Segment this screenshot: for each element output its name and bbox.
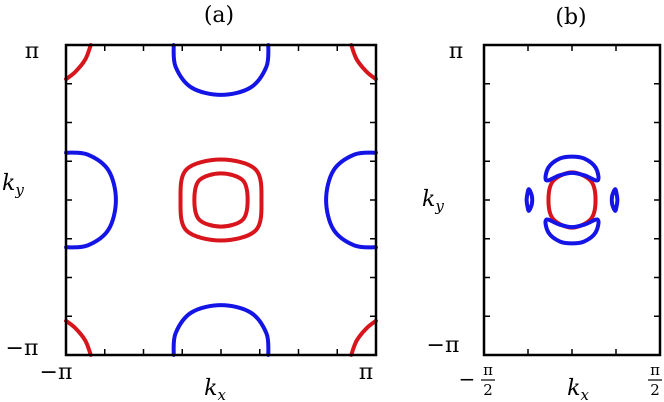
panel-b-contour-blue-2 — [543, 217, 601, 246]
panel-b-contour-red-0 — [546, 170, 598, 230]
panel-a-ylabel-sub: y — [14, 181, 24, 199]
panel-b-xtick-left-den: 2 — [483, 381, 493, 399]
panel-b-xtick-left: − π 2 — [459, 361, 495, 399]
panel-a-xlabel-main: k — [204, 376, 217, 401]
panel-a-contour-red-4 — [64, 318, 93, 357]
panel-a-contour-red-2 — [64, 43, 93, 82]
panel-b-xlabel: kx — [567, 376, 589, 402]
panel-a-xlabel: kx — [204, 376, 226, 402]
panel-a-ytick-top: π — [25, 39, 39, 64]
panel-b-contour-blue-1 — [543, 154, 601, 183]
panel-a-xtick-left: −π — [40, 360, 73, 385]
panel-b-contour-blue-3 — [524, 187, 535, 213]
panel-a-contour-blue-8 — [64, 150, 118, 250]
panel-a-ylabel-main: k — [2, 171, 15, 196]
panel-a-contour-blue-7 — [171, 303, 271, 357]
panel-b-contour-blue-4 — [609, 187, 620, 213]
panel-b-xtick-left-sign: − — [459, 367, 476, 391]
panel-b-ylabel-sub: y — [434, 197, 444, 215]
panel-a-xtick-right: π — [359, 360, 373, 385]
panel-b-ytick-top: π — [449, 39, 463, 64]
panel-a-contour-blue-6 — [171, 43, 271, 97]
panel-b-ylabel-main: k — [422, 187, 435, 212]
panel-b: (b) π −π − π 2 π 2 kx ky — [422, 5, 662, 402]
panel-a: (a) π −π −π π kx ky — [2, 3, 378, 402]
panel-a-contour-red-5 — [349, 318, 378, 357]
panel-b-ticks — [484, 45, 660, 355]
panel-a-contour-red-3 — [349, 43, 378, 82]
panel-b-ylabel: ky — [422, 187, 444, 215]
panel-a-xlabel-sub: x — [217, 386, 226, 402]
panel-a-frame — [64, 43, 378, 357]
panel-a-label: (a) — [204, 3, 234, 28]
panel-b-label: (b) — [555, 5, 586, 30]
panel-a-contour-red-1 — [178, 157, 264, 243]
panel-a-ticks — [66, 45, 376, 355]
panel-b-curves — [524, 154, 620, 246]
panel-a-contour-blue-9 — [324, 150, 378, 250]
panel-a-ytick-bottom: −π — [6, 336, 39, 361]
panel-b-xtick-right: π 2 — [648, 361, 662, 399]
panel-a-contour-red-0 — [192, 171, 250, 229]
panel-b-xtick-left-num: π — [483, 361, 493, 379]
panel-b-xlabel-sub: x — [580, 386, 589, 402]
panel-b-frame — [482, 43, 662, 357]
panel-b-ytick-bottom: −π — [427, 333, 460, 358]
panel-b-xtick-right-num: π — [650, 361, 660, 379]
panel-a-curves — [64, 43, 378, 357]
panel-b-xtick-right-den: 2 — [650, 381, 660, 399]
panel-a-ylabel: ky — [2, 171, 24, 199]
panel-b-xlabel-main: k — [567, 376, 580, 401]
